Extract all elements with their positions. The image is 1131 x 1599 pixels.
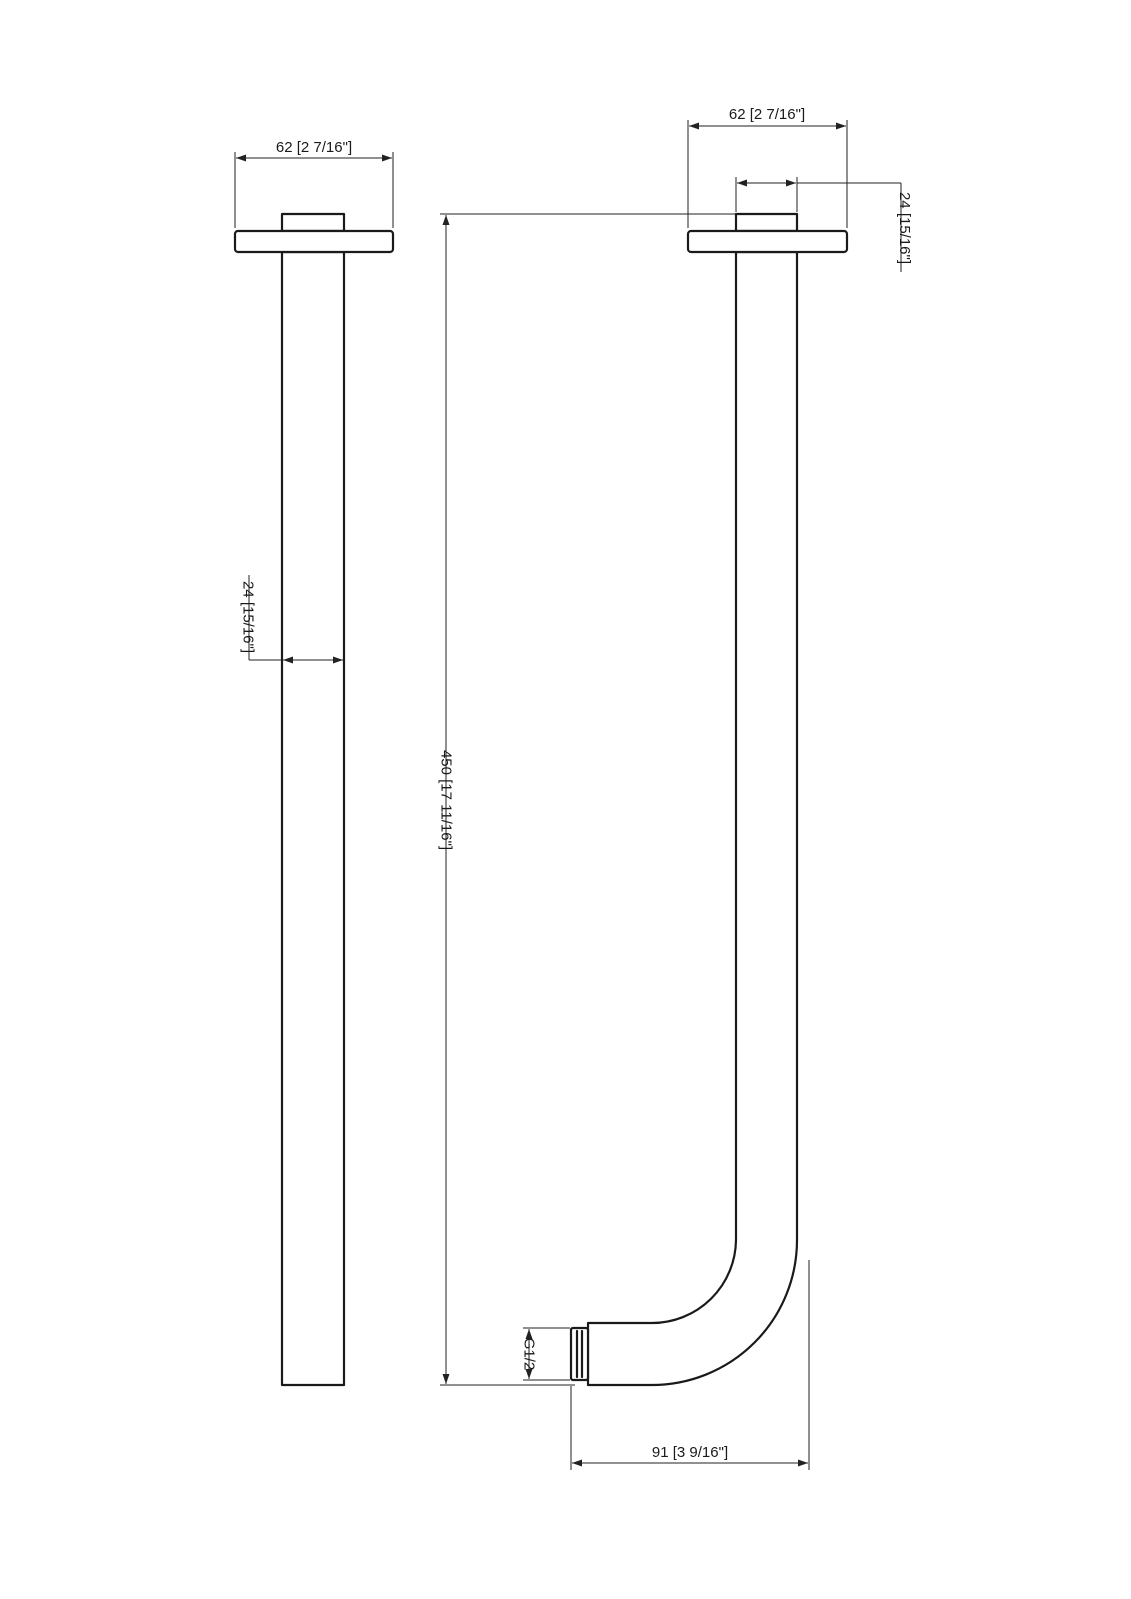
left-tube-diameter-label: 24 [15/16"] (240, 581, 257, 653)
right-boss-diameter-label: 24 [15/16"] (896, 192, 913, 264)
right-flange-width-label: 62 [2 7/16"] (729, 106, 805, 123)
right-boss-diameter-dimension: 24 [15/16"] (735, 177, 913, 272)
left-tube (280, 250, 346, 1387)
right-flange-width-dimension: 62 [2 7/16"] (687, 106, 848, 228)
right-bent-tube (586, 250, 799, 1387)
right-flange (686, 229, 849, 254)
left-flange-width-label: 62 [2 7/16"] (276, 139, 352, 156)
left-flange-width-dimension: 62 [2 7/16"] (234, 139, 394, 228)
overall-projection-dimension: 91 [3 9/16"] (570, 1260, 810, 1470)
overall-height-label: 450 [17 11/16"] (438, 750, 455, 850)
left-view (233, 212, 395, 1387)
left-tube-diameter-dimension: 24 [15/16"] (240, 575, 344, 664)
thread-size-dimension: G1/2 (521, 1327, 570, 1381)
right-thread-fitting (569, 1326, 590, 1382)
right-boss (734, 212, 799, 233)
overall-projection-label: 91 [3 9/16"] (652, 1444, 728, 1461)
left-flange (233, 229, 395, 254)
right-view (569, 212, 849, 1387)
left-boss (280, 212, 346, 233)
thread-size-label: G1/2 (521, 1338, 538, 1371)
